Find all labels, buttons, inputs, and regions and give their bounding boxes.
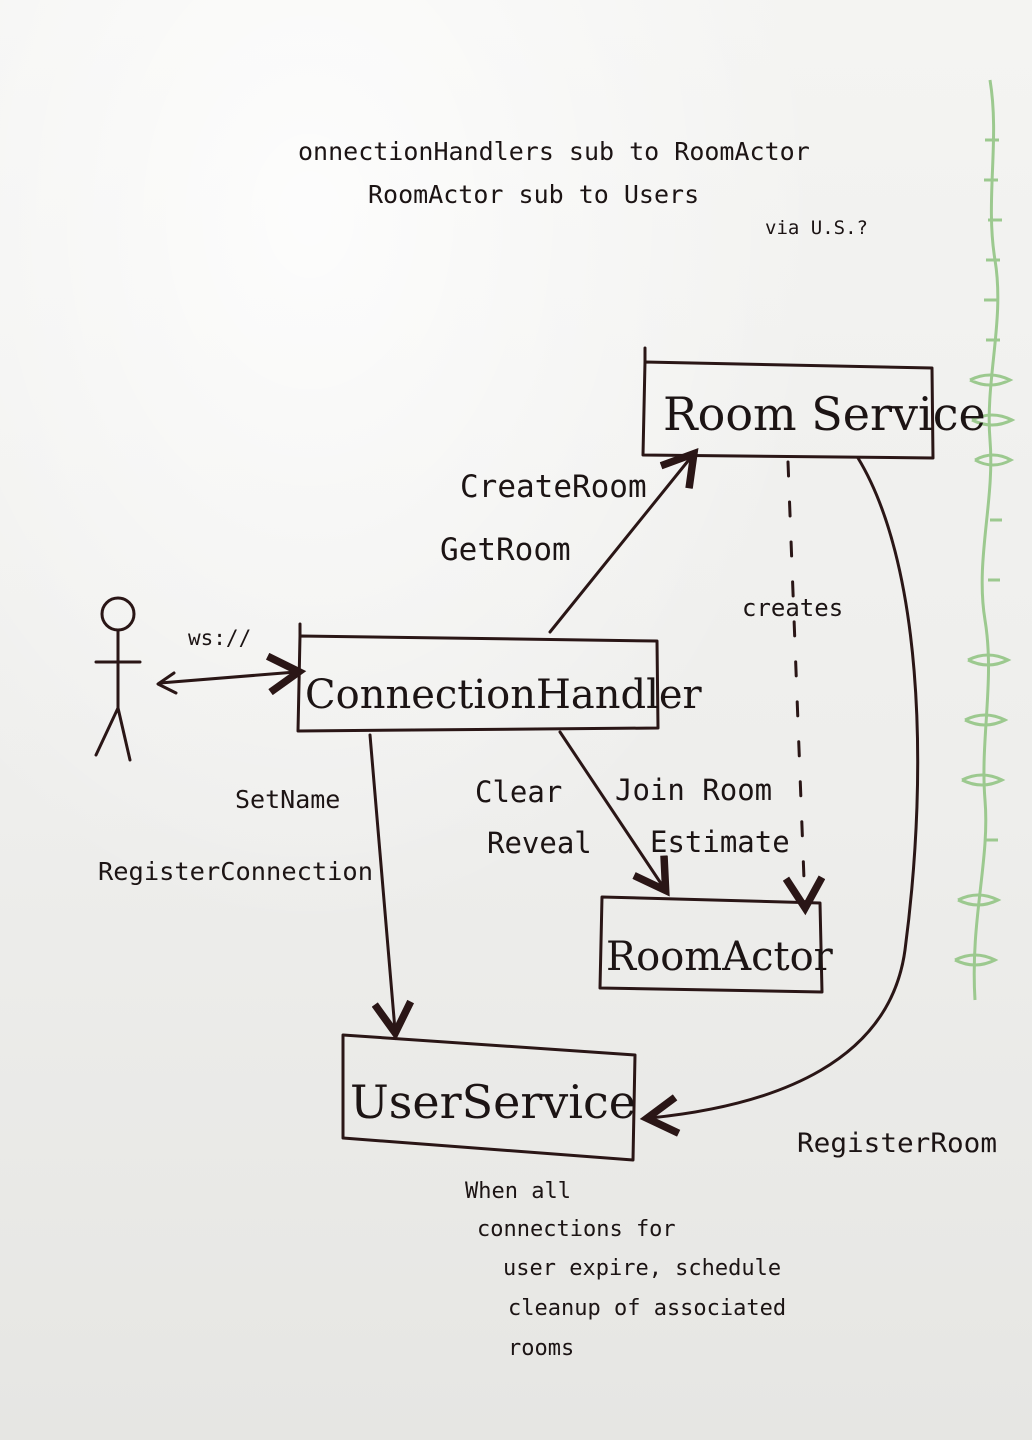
edges	[156, 456, 920, 1118]
footnote-line-4: cleanup of associated	[508, 1296, 786, 1321]
ws-edge	[158, 672, 296, 683]
footnote: When all connections for user expire, sc…	[465, 1179, 786, 1361]
reveal-label: Reveal	[487, 826, 592, 860]
note-line-3: via U.S.?	[765, 217, 868, 239]
ws-label: ws://	[188, 626, 251, 650]
creates-label: creates	[742, 594, 843, 622]
connection-handler-node: ConnectionHandler	[296, 622, 703, 733]
estimate-label: Estimate	[650, 825, 790, 859]
register-connection-label: RegisterConnection	[98, 857, 373, 886]
set-name-label: SetName	[235, 785, 340, 814]
register-room-label: RegisterRoom	[797, 1128, 997, 1159]
set-name-edge	[368, 733, 395, 1030]
footnote-line-5: rooms	[508, 1336, 574, 1361]
footnote-line-2: connections for	[477, 1217, 676, 1242]
footnote-line-3: user expire, schedule	[503, 1256, 781, 1281]
connection-handler-label: ConnectionHandler	[305, 672, 703, 718]
user-service-node: UserService	[341, 1033, 637, 1162]
register-room-edge	[650, 456, 920, 1118]
note-line-2: RoomActor sub to Users	[368, 180, 699, 209]
creates-edge	[788, 460, 805, 905]
room-service-label: Room Service	[663, 387, 986, 441]
user-actor-icon	[94, 596, 142, 762]
join-room-label: Join Room	[615, 773, 772, 807]
create-room-label: CreateRoom	[460, 469, 647, 505]
edge-labels: ws:// CreateRoom GetRoom creates SetName…	[98, 469, 997, 1159]
clear-label: Clear	[475, 775, 562, 809]
top-notes: onnectionHandlers sub to RoomActor RoomA…	[298, 137, 868, 239]
get-room-label: GetRoom	[440, 532, 571, 568]
room-actor-node: RoomActor	[598, 895, 834, 994]
room-actor-label: RoomActor	[606, 934, 834, 980]
note-line-1: onnectionHandlers sub to RoomActor	[298, 137, 810, 166]
room-service-node: Room Service	[641, 346, 986, 460]
vine-doodle	[954, 79, 1016, 1001]
footnote-line-1: When all	[465, 1179, 571, 1204]
user-service-label: UserService	[350, 1075, 636, 1129]
create-room-edge	[548, 456, 692, 634]
join-room-edge	[558, 730, 664, 888]
